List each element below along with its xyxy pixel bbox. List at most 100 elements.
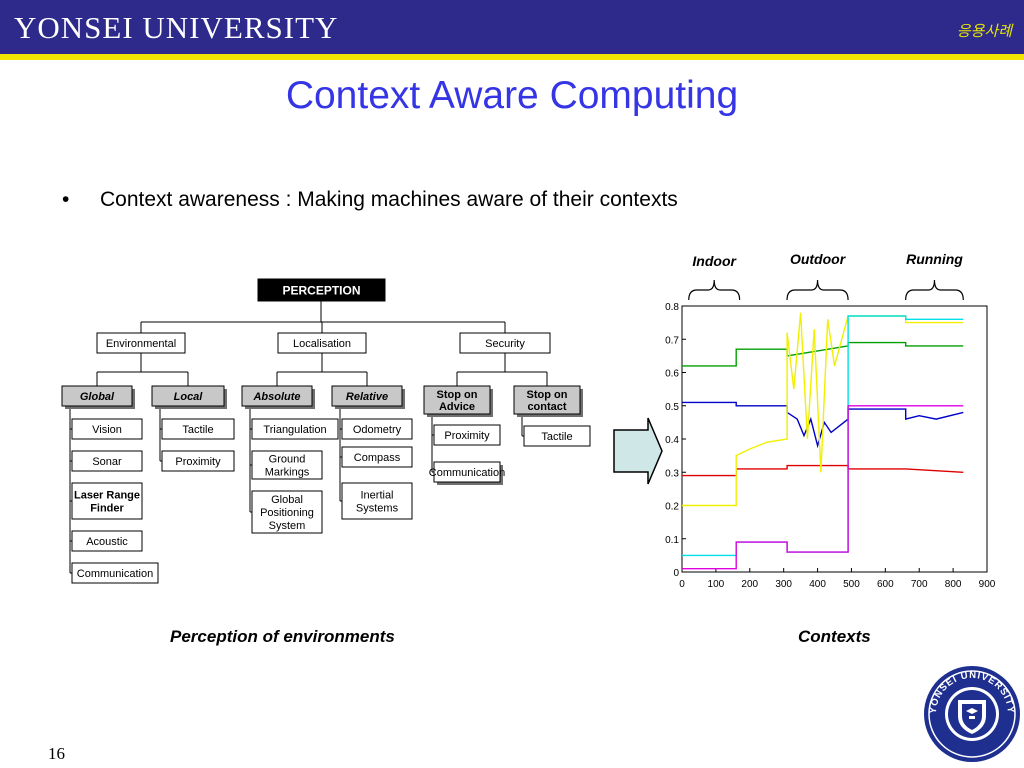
subgroup-absolute: Absolute <box>241 385 315 409</box>
category-security: Security <box>459 332 551 354</box>
diagram-label: Security <box>485 338 525 350</box>
x-tick-label: 400 <box>809 579 826 590</box>
y-tick-label: 0.3 <box>665 468 679 479</box>
diagram-label: Advice <box>439 401 475 413</box>
series-line-1 <box>682 401 964 449</box>
y-tick-label: 0.8 <box>665 302 679 313</box>
x-tick-label: 900 <box>979 579 996 590</box>
diagram-label: Tactile <box>182 424 213 436</box>
right-arrow-icon <box>613 417 663 485</box>
diagram-label: Communication <box>77 568 153 580</box>
bullet-marker: • <box>62 188 70 211</box>
perception-diagram: PERCEPTIONEnvironmentalGlobalVisionSonar… <box>61 278 591 584</box>
item-proximity: Proximity <box>433 424 501 446</box>
category-localisation: Localisation <box>277 332 367 354</box>
item-vision: Vision <box>71 418 143 440</box>
diagram-label: Relative <box>346 391 388 403</box>
x-tick-label: 500 <box>843 579 860 590</box>
perception-caption: Perception of environments <box>170 627 395 646</box>
diagram-label: Systems <box>356 502 399 514</box>
y-tick-label: 0.1 <box>665 535 679 546</box>
diagram-label: PERCEPTION <box>282 283 360 297</box>
diagram-label: Local <box>174 391 204 403</box>
item-communication: Communication <box>71 562 159 584</box>
item-proximity: Proximity <box>161 450 235 472</box>
y-tick-label: 0.7 <box>665 335 679 346</box>
series-line-0 <box>682 341 964 367</box>
x-tick-label: 600 <box>877 579 894 590</box>
subgroup-relative: Relative <box>331 385 405 409</box>
diagram-label: Finder <box>90 502 124 514</box>
item-compass: Compass <box>341 446 413 468</box>
series-line-5 <box>682 405 964 570</box>
diagram-label: Sonar <box>92 456 122 468</box>
subgroup-global: Global <box>61 385 135 409</box>
item-odometry: Odometry <box>341 418 413 440</box>
diagram-label: Triangulation <box>263 424 326 436</box>
category-environmental: Environmental <box>96 332 186 354</box>
diagram-label: Communication <box>429 467 505 479</box>
header-stripe <box>0 54 1024 60</box>
diagram-label: Positioning <box>260 507 314 519</box>
university-name: YONSEI UNIVERSITY <box>14 10 339 45</box>
header-bar: YONSEI UNIVERSITY 응용사례 <box>0 0 1024 54</box>
diagram-label: Inertial <box>360 489 393 501</box>
plot-area <box>681 305 988 573</box>
x-tick-label: 200 <box>741 579 758 590</box>
brace-running <box>905 279 964 301</box>
diagram-label: Proximity <box>175 456 221 468</box>
diagram-label: Absolute <box>252 391 300 403</box>
item-tactile: Tactile <box>161 418 235 440</box>
y-tick-label: 0.2 <box>665 502 679 513</box>
section-tag: 응용사례 <box>956 23 1012 40</box>
page-number: 16 <box>48 744 65 763</box>
diagram-label: Acoustic <box>86 536 128 548</box>
bullet-text: Context awareness : Making machines awar… <box>100 188 678 211</box>
diagram-label: Odometry <box>353 424 402 436</box>
item-acoustic: Acoustic <box>71 530 143 552</box>
brace-label-running: Running <box>906 251 963 267</box>
x-tick-label: 300 <box>775 579 792 590</box>
diagram-label: Stop on <box>437 389 478 401</box>
diagram-label: Proximity <box>444 430 490 442</box>
university-seal-logo: YONSEI UNIVERSITY <box>924 666 1020 762</box>
slide-title: Context Aware Computing <box>285 74 739 117</box>
diagram-label: contact <box>527 401 566 413</box>
diagram-label: Ground <box>269 453 306 465</box>
diagram-label: Global <box>271 494 303 506</box>
diagram-label: Localisation <box>293 338 351 350</box>
diagram-label: Environmental <box>106 338 176 350</box>
diagram-label: Tactile <box>541 431 572 443</box>
diagram-label: Global <box>80 391 115 403</box>
item-sonar: Sonar <box>71 450 143 472</box>
diagram-label: Markings <box>265 466 310 478</box>
x-tick-label: 700 <box>911 579 928 590</box>
y-tick-label: 0 <box>673 568 679 579</box>
item-triangulation: Triangulation <box>251 418 339 440</box>
x-tick-label: 0 <box>679 579 685 590</box>
diagram-label: Vision <box>92 424 122 436</box>
y-tick-label: 0.6 <box>665 369 679 380</box>
diagram-label: System <box>269 520 306 532</box>
diagram-label: Laser Range <box>74 489 140 501</box>
contexts-caption: Contexts <box>798 627 871 646</box>
diagram-label: Compass <box>354 452 401 464</box>
brace-outdoor <box>786 279 849 301</box>
perception-root-node: PERCEPTION <box>257 278 386 302</box>
brace-label-outdoor: Outdoor <box>790 251 847 267</box>
diagram-label: Stop on <box>527 389 568 401</box>
brace-indoor <box>688 279 741 301</box>
item-tactile: Tactile <box>523 425 591 447</box>
y-tick-label: 0.4 <box>665 435 679 446</box>
item-communication: Communication <box>429 461 505 485</box>
x-tick-label: 800 <box>945 579 962 590</box>
x-tick-label: 100 <box>708 579 725 590</box>
y-tick-label: 0.5 <box>665 402 679 413</box>
